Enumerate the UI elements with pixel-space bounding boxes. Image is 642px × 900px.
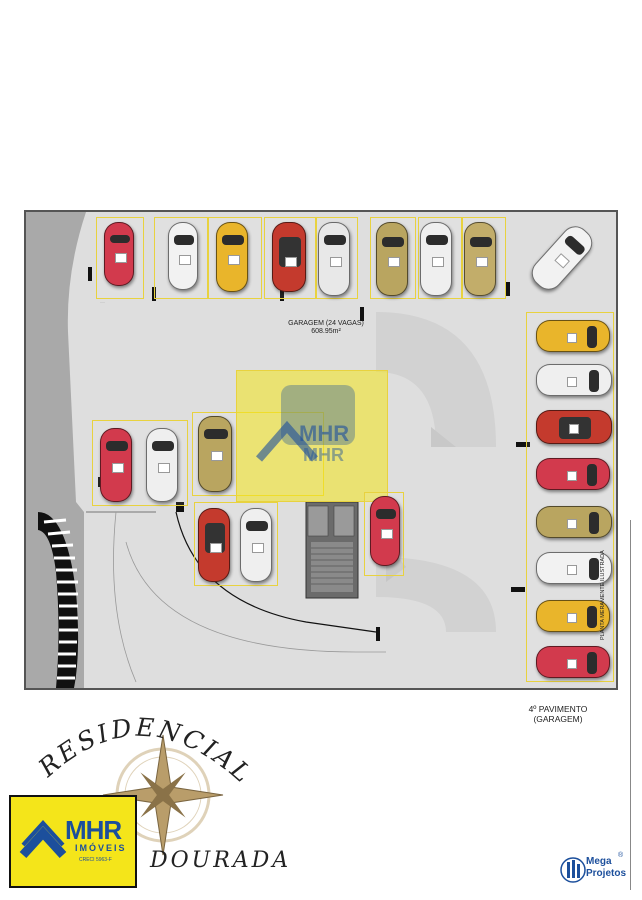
mhr-logo-badge: MHR IMÓVEIS CRECI 5963-F — [9, 795, 137, 888]
car — [536, 458, 610, 490]
mhr-logo-subtext: IMÓVEIS — [75, 843, 127, 853]
car — [536, 646, 610, 678]
pedestrian-crossing — [38, 512, 79, 688]
car — [168, 222, 198, 290]
garage-area: 608.95m² — [311, 328, 341, 335]
garage-title: GARAGEM (24 VAGAS) — [288, 320, 364, 327]
residencial-arc-word: RESIDENCIAL — [32, 713, 255, 790]
car — [536, 410, 612, 444]
house-icon — [19, 820, 67, 859]
pillar — [360, 307, 364, 321]
car — [536, 364, 612, 396]
floor-name: 4º PAVIMENTO — [528, 704, 588, 714]
pillar — [88, 267, 92, 281]
pillar — [516, 442, 530, 447]
car — [240, 508, 272, 582]
car — [376, 222, 408, 296]
pillar — [176, 502, 184, 512]
car — [536, 506, 612, 538]
car — [420, 222, 452, 296]
illustrative-note: PLANTA MERAMENTE ILUSTRADA — [600, 550, 606, 640]
svg-text:RESIDENCIAL: RESIDENCIAL — [32, 713, 258, 790]
car — [536, 552, 612, 584]
car — [100, 428, 132, 502]
car — [272, 222, 306, 292]
car — [370, 496, 400, 566]
dourada-word: DOURADA — [150, 848, 292, 873]
floor-label: 4º PAVIMENTO (GARAGEM) — [508, 704, 608, 724]
car — [104, 222, 134, 286]
car — [146, 428, 178, 502]
pillar — [376, 627, 380, 641]
residencial-arc-text: RESIDENCIAL — [32, 713, 258, 790]
mega-name: Mega — [586, 856, 612, 867]
pillar — [280, 287, 284, 301]
garage-floor-plan: ····· GARAGEM (24 VAGAS) 608.95m² MHR MH… — [24, 210, 618, 690]
watermark-mhr-text: MHR — [299, 421, 350, 446]
mega-sub: Projetos — [586, 868, 627, 879]
watermark-mhr-text-2: MHR — [303, 445, 344, 465]
mhr-logo-text: MHR — [65, 815, 122, 845]
plan-structure — [26, 212, 496, 688]
car — [536, 320, 610, 352]
mega-mark: ® — [618, 852, 624, 859]
car — [464, 222, 496, 296]
garage-title-block: GARAGEM (24 VAGAS) 608.95m² — [266, 320, 386, 336]
watermark-logo: MHR MHR — [236, 370, 388, 502]
car — [216, 222, 248, 292]
car — [318, 222, 350, 296]
pillar — [511, 587, 525, 592]
watermark-house-icon — [255, 385, 355, 462]
floor-subtitle: (GARAGEM) — [533, 714, 583, 724]
mega-building-icon — [560, 857, 586, 883]
car — [198, 416, 232, 492]
side-rule — [630, 520, 631, 890]
mega-projetos-logo: Mega ® Projetos — [560, 852, 632, 888]
car — [536, 600, 610, 632]
slot-label: ····· — [100, 300, 105, 304]
car — [198, 508, 230, 582]
mhr-creci: CRECI 5963-F — [79, 857, 112, 863]
pillar — [506, 282, 510, 296]
